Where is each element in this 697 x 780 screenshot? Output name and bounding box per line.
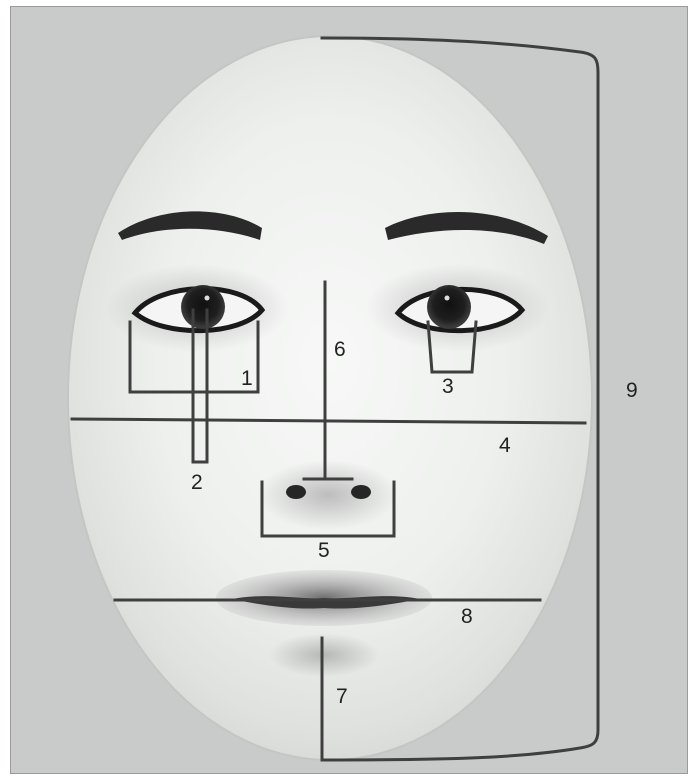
- label-6: 6: [334, 338, 346, 361]
- label-4: 4: [499, 434, 511, 457]
- left-iris: [181, 285, 225, 329]
- label-9: 9: [626, 379, 638, 402]
- right-iris: [427, 285, 471, 329]
- left-eye-highlight: [205, 296, 210, 301]
- right-nostril: [351, 485, 371, 499]
- label-2: 2: [191, 471, 203, 494]
- label-3: 3: [442, 375, 454, 398]
- right-eye-highlight: [445, 296, 450, 301]
- nose-shadow: [258, 460, 398, 530]
- label-5: 5: [318, 539, 330, 562]
- chin-shadow: [269, 633, 379, 677]
- label-1: 1: [241, 367, 253, 390]
- left-nostril: [286, 485, 306, 499]
- label-7: 7: [336, 685, 348, 708]
- label-8: 8: [461, 605, 473, 628]
